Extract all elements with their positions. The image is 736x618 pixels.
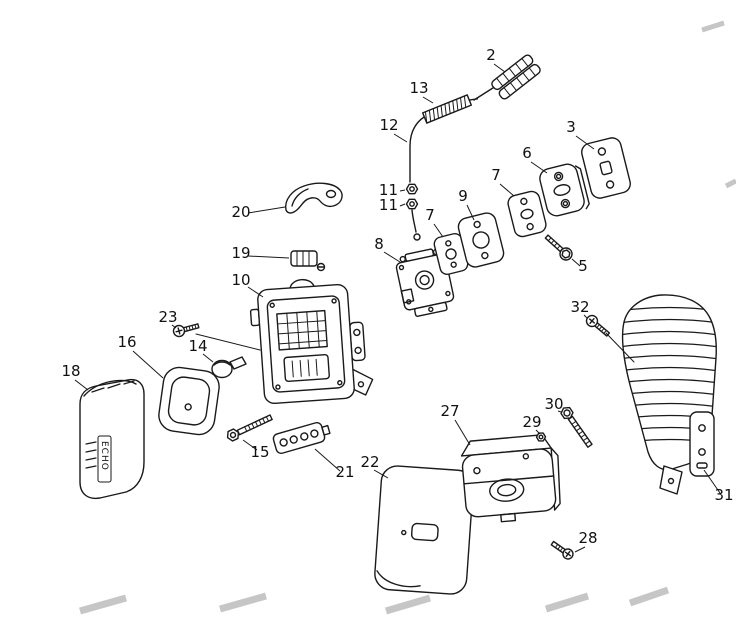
callout-22: 22 bbox=[360, 453, 379, 471]
callout-31: 31 bbox=[714, 486, 733, 504]
part-30-bolt-drawing bbox=[560, 406, 593, 448]
callout-labels: 2 13 12 3 6 7 9 7 11 11 5 8 20 19 10 23 … bbox=[61, 46, 733, 547]
callout-19: 19 bbox=[231, 244, 250, 262]
part-19-clip-drawing bbox=[290, 250, 326, 272]
part-11-nut-lower-drawing bbox=[405, 198, 419, 210]
callout-7-right: 7 bbox=[491, 166, 501, 184]
callout-11-lower: 11 bbox=[379, 196, 398, 214]
callout-3: 3 bbox=[566, 118, 576, 136]
callout-20: 20 bbox=[231, 203, 250, 221]
callout-7-left: 7 bbox=[425, 206, 435, 224]
callout-27: 27 bbox=[440, 402, 459, 420]
part-15-bolt-drawing bbox=[226, 414, 273, 442]
callout-16: 16 bbox=[117, 333, 136, 351]
callout-8: 8 bbox=[374, 235, 384, 253]
part-3-gasket-drawing bbox=[581, 137, 631, 199]
callout-6: 6 bbox=[522, 144, 532, 162]
callout-2: 2 bbox=[486, 46, 496, 64]
callout-11-upper: 11 bbox=[379, 181, 398, 199]
callout-5: 5 bbox=[578, 257, 588, 275]
part-23-screw-drawing bbox=[172, 323, 200, 338]
part-2-cable-fittings-drawing bbox=[491, 54, 541, 100]
callout-14: 14 bbox=[188, 337, 207, 355]
callout-15: 15 bbox=[250, 443, 269, 461]
brand-label: ECHO bbox=[99, 441, 109, 471]
callout-13: 13 bbox=[409, 79, 428, 97]
part-7-gasket-right-drawing bbox=[507, 190, 547, 238]
part-5-bolt-drawing bbox=[544, 234, 573, 261]
callout-18: 18 bbox=[61, 362, 80, 380]
part-31-muffler-cover-drawing bbox=[621, 294, 717, 495]
part-13-cable-spring-drawing bbox=[421, 94, 479, 124]
leader-lines bbox=[74, 63, 721, 553]
callout-28: 28 bbox=[578, 529, 597, 547]
part-20-bracket-drawing bbox=[285, 182, 343, 214]
callout-29: 29 bbox=[522, 413, 541, 431]
part-6-insulator-drawing bbox=[539, 163, 590, 217]
part-16-filter-frame-drawing bbox=[158, 366, 220, 436]
part-22-cover-plate-drawing bbox=[374, 465, 474, 595]
part-9-plate-drawing bbox=[457, 212, 505, 268]
part-11-nut-upper-drawing bbox=[405, 183, 419, 195]
callout-30: 30 bbox=[544, 395, 563, 413]
part-21-slotted-plate-drawing bbox=[272, 421, 331, 455]
part-14-grommet-drawing bbox=[211, 356, 247, 379]
part-18-air-cleaner-cover-drawing bbox=[79, 378, 145, 500]
callout-9: 9 bbox=[458, 187, 468, 205]
part-28-screw-drawing bbox=[550, 540, 574, 560]
ground-shadow-marks bbox=[79, 20, 736, 615]
callout-10: 10 bbox=[231, 271, 250, 289]
callout-23: 23 bbox=[158, 308, 177, 326]
part-10-housing-drawing bbox=[249, 278, 374, 405]
callout-12: 12 bbox=[379, 116, 398, 134]
callout-32: 32 bbox=[570, 298, 589, 316]
part-29-nut-drawing bbox=[535, 432, 547, 442]
callout-21: 21 bbox=[335, 463, 354, 481]
part-12-throttle-cable-drawing bbox=[409, 85, 497, 241]
part-27-muffler-drawing bbox=[460, 434, 561, 523]
